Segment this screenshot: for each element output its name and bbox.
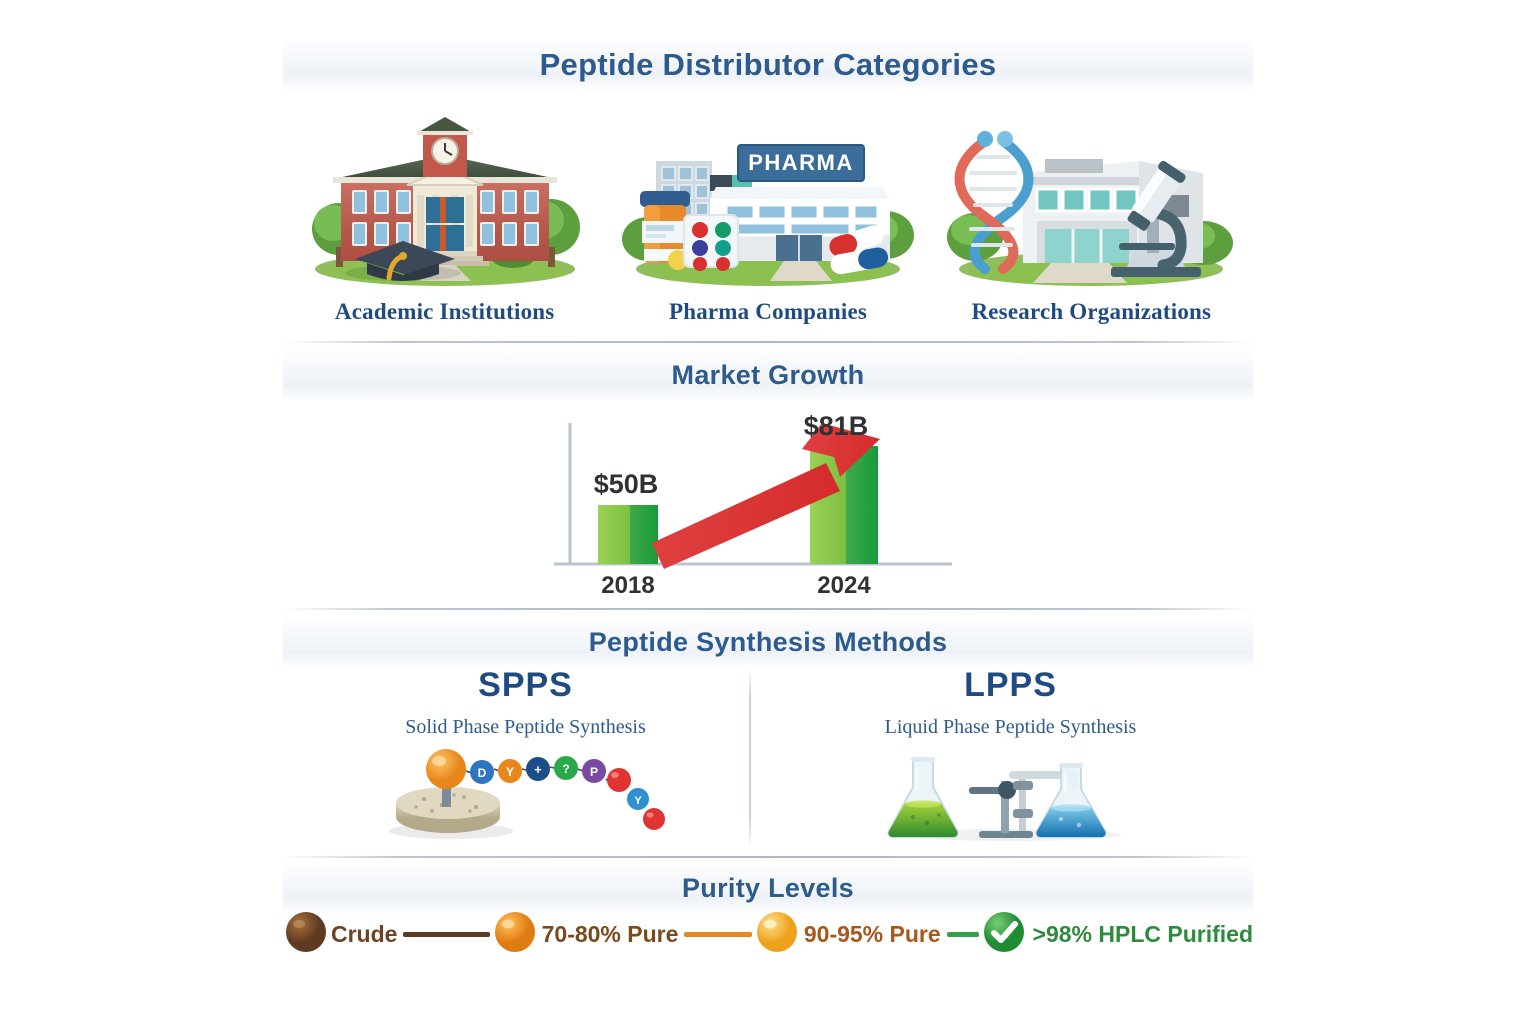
categories-header-band: Peptide Distributor Categories	[283, 38, 1253, 92]
svg-text:P: P	[589, 765, 597, 779]
divider-categories	[283, 341, 1253, 343]
svg-text:D: D	[477, 766, 486, 780]
chart-trend-arrow	[652, 423, 880, 569]
university-building-icon	[295, 117, 595, 289]
category-label: Pharma Companies	[668, 299, 868, 324]
pharma-factory-icon: PHARMA	[618, 117, 918, 289]
chart-value-label-2024: $81B	[804, 411, 869, 441]
purity-label-hplc: >98% HPLC Purified	[1032, 920, 1253, 947]
purity-connector-3	[946, 931, 979, 937]
method-abbreviation: LPPS	[964, 666, 1057, 704]
methods-header-band: Peptide Synthesis Methods	[283, 615, 1253, 669]
method-lpps[interactable]: LPPS Liquid Phase Peptide Synthesis	[768, 668, 1253, 858]
category-academic-institutions[interactable]: Academic Institutions	[283, 100, 606, 325]
method-name: Solid Phase Peptide Synthesis	[405, 716, 646, 738]
purity-node-hplc-check-icon[interactable]	[981, 909, 1027, 960]
section-title-purity: Purity Levels	[682, 872, 854, 903]
market-growth-chart: $50B $81B 2018 2024	[540, 405, 970, 605]
svg-text:Y: Y	[634, 795, 642, 807]
divider-market	[283, 608, 1253, 610]
methods-divider	[749, 668, 751, 848]
svg-text:+: +	[534, 762, 542, 777]
categories-row: Academic Institutions	[283, 100, 1253, 325]
section-title-methods: Peptide Synthesis Methods	[588, 626, 948, 657]
purity-header-band: Purity Levels	[283, 861, 1253, 915]
purity-label-90-95: 90-95% Pure	[803, 920, 941, 947]
category-research-organizations[interactable]: Research Organizations	[930, 100, 1253, 325]
research-lab-icon	[941, 117, 1241, 289]
method-abbreviation: SPPS	[478, 666, 573, 704]
market-growth-header-band: Market Growth	[283, 348, 1253, 402]
purity-node-crude[interactable]	[283, 909, 329, 960]
method-name: Liquid Phase Peptide Synthesis	[884, 716, 1137, 738]
section-title-market-growth: Market Growth	[671, 359, 865, 390]
purity-node-90-95[interactable]	[754, 909, 800, 960]
flasks-apparatus-icon	[861, 747, 1161, 842]
chart-tick-2024: 2024	[817, 572, 871, 599]
purity-connector-1	[403, 931, 490, 937]
category-label: Research Organizations	[971, 299, 1212, 324]
chart-tick-2018: 2018	[601, 572, 654, 599]
resin-bead-peptide-chain-icon: D Y + ? P Y	[376, 747, 676, 842]
chart-bar-2018	[598, 505, 658, 564]
svg-text:Y: Y	[505, 765, 513, 779]
purity-chain: Crude 70-80% Pure 90-95% Pur	[283, 905, 1253, 963]
category-label: Academic Institutions	[334, 299, 555, 324]
purity-node-70-80[interactable]	[492, 909, 538, 960]
chart-value-label-2018: $50B	[594, 469, 659, 499]
purity-label-70-80: 70-80% Pure	[541, 920, 679, 947]
pharma-sign-text: PHARMA	[748, 150, 854, 175]
methods-row: SPPS Solid Phase Peptide Synthesis	[283, 668, 1253, 858]
purity-connector-2	[684, 931, 752, 937]
category-pharma-companies[interactable]: PHARMA	[606, 100, 929, 325]
purity-label-crude: Crude	[331, 920, 398, 947]
svg-text:?: ?	[562, 762, 569, 776]
method-spps[interactable]: SPPS Solid Phase Peptide Synthesis	[283, 668, 768, 858]
page-title: Peptide Distributor Categories	[539, 47, 997, 82]
divider-methods	[283, 856, 1253, 858]
